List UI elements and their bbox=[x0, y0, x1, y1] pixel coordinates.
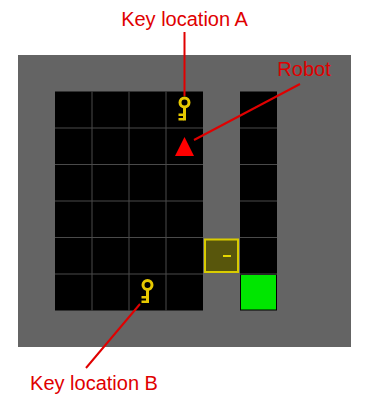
room-floor bbox=[55, 92, 203, 311]
callout-label: Key location A bbox=[121, 8, 248, 30]
key-icon bbox=[179, 98, 190, 121]
key-icon bbox=[142, 281, 153, 304]
grid-lines bbox=[55, 92, 277, 311]
leader-lines bbox=[86, 32, 300, 368]
corridor-floor bbox=[240, 92, 277, 311]
callout-label: Robot bbox=[277, 58, 330, 80]
goal-cell bbox=[241, 275, 276, 310]
locked-door bbox=[205, 240, 238, 273]
wall-area bbox=[18, 55, 351, 347]
robot-agent bbox=[175, 137, 194, 156]
callout-label: Key location B bbox=[30, 372, 158, 394]
